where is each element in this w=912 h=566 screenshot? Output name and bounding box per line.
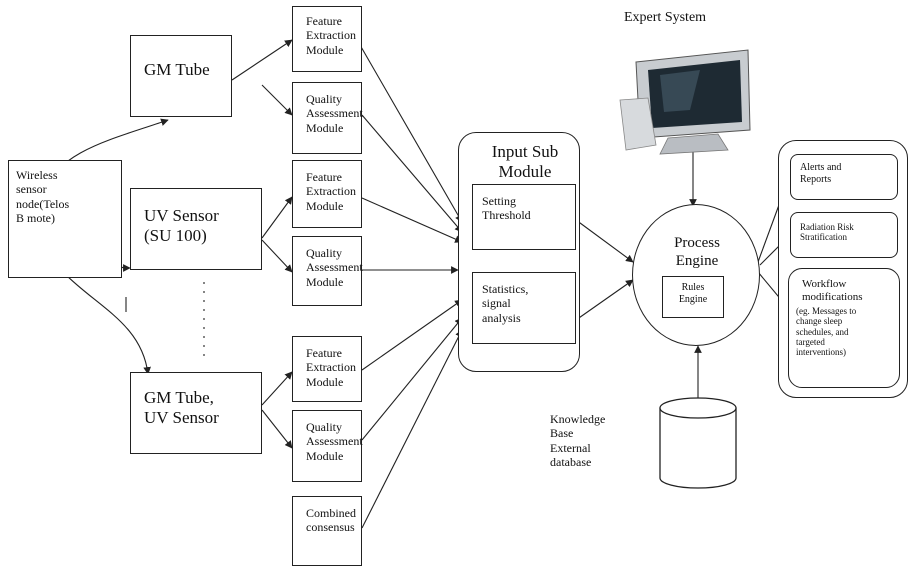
uv-sensor-box	[130, 188, 262, 270]
statistics-label: Statistics, signal analysis	[482, 282, 529, 325]
setting-threshold-box	[472, 184, 576, 250]
knowledge-base-label: Knowledge Base External database	[550, 412, 606, 470]
arrow-mod6	[361, 317, 463, 441]
quality-module-3	[292, 410, 362, 482]
gm-uv-label: GM Tube, UV Sensor	[144, 388, 219, 428]
arrow-uv-quality	[261, 239, 293, 273]
database-cylinder	[659, 397, 737, 489]
arrow-mod2	[361, 114, 463, 233]
gm-uv-box	[130, 372, 262, 454]
expert-system-label: Expert System	[624, 10, 707, 25]
arrow-gm-quality	[261, 84, 293, 116]
quality-module-1-label: Quality Assessment Module	[306, 92, 363, 135]
arrow-gmuv-feature	[261, 371, 293, 406]
arrow-uv-feature	[261, 196, 293, 239]
feature-module-2	[292, 160, 362, 228]
gm-tube-box	[130, 35, 232, 117]
workflow-box	[788, 268, 900, 388]
arrow-gmuv-quality	[261, 409, 293, 449]
monitor-icon	[619, 49, 751, 155]
rules-engine-label: Rules Engine	[678, 282, 708, 305]
arrow-stats-engine	[575, 279, 634, 321]
workflow-title: Workflow modifications	[802, 278, 863, 303]
process-engine-title: Process Engine	[674, 235, 720, 269]
risk-label: Radiation Risk Stratification	[800, 222, 854, 243]
feature-module-3-label: Feature Extraction Module	[306, 346, 356, 389]
gm-tube-label: GM Tube	[144, 60, 210, 79]
input-sub-module-title: Input Sub Module	[491, 142, 559, 182]
risk-box	[790, 212, 898, 258]
alerts-box	[790, 154, 898, 200]
quality-module-3-label: Quality Assessment Module	[306, 420, 363, 463]
arrow-mod7	[361, 329, 463, 529]
quality-module-1	[292, 82, 362, 154]
arrow-mod5	[361, 299, 463, 371]
arrow-gm-feature	[231, 39, 293, 81]
rules-engine-box	[662, 276, 724, 318]
feature-module-1-label: Feature Extraction Module	[306, 14, 356, 57]
combined-consensus-box	[292, 496, 362, 566]
arrow-mod1	[359, 44, 463, 223]
wireless-node-label: Wireless sensor node(Telos B mote)	[16, 168, 70, 226]
setting-threshold-label: Setting Threshold	[482, 194, 531, 223]
quality-module-2	[292, 236, 362, 306]
feature-module-1	[292, 6, 362, 72]
feature-module-2-label: Feature Extraction Module	[306, 170, 356, 213]
process-engine-circle	[632, 204, 760, 346]
uv-sensor-label: UV Sensor (SU 100)	[144, 206, 219, 246]
arrow-mod3	[361, 197, 463, 243]
quality-module-2-label: Quality Assessment Module	[306, 246, 363, 289]
statistics-box	[472, 272, 576, 344]
combined-consensus-label: Combined consensus	[306, 506, 356, 535]
wireless-sensor-node	[8, 160, 122, 278]
alerts-label: Alerts and Reports	[800, 162, 842, 185]
arrow-threshold-engine	[575, 219, 634, 263]
workflow-detail: (eg. Messages to change sleep schedules,…	[796, 306, 857, 358]
feature-module-3	[292, 336, 362, 402]
